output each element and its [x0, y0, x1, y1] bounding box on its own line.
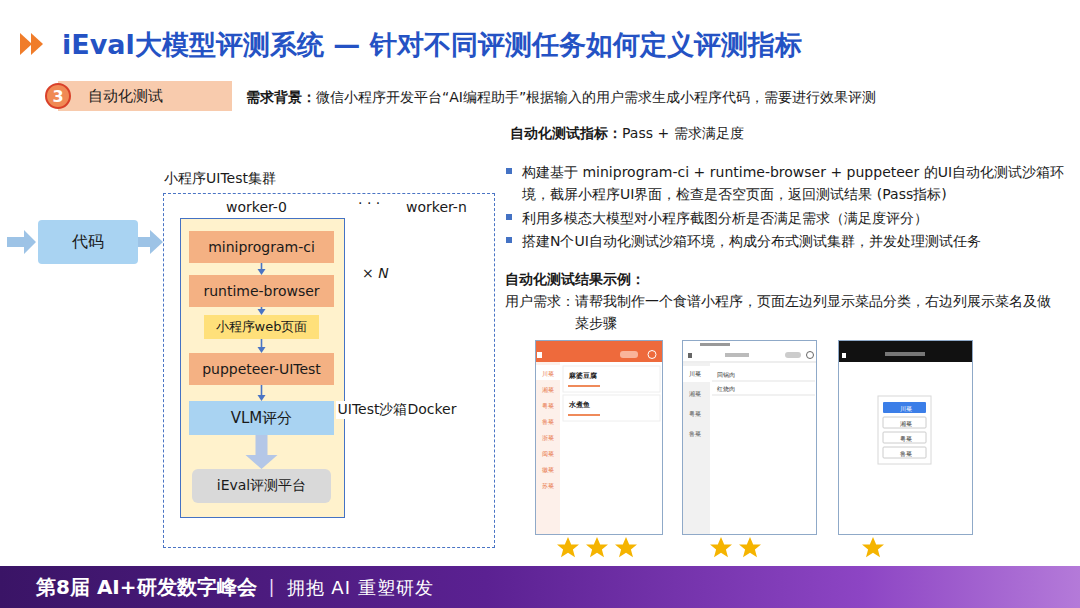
screen-text: 粤菜: [689, 410, 701, 417]
connector: [138, 230, 163, 254]
screen-text: 湘菜: [884, 418, 927, 429]
screen-text: 鲁菜: [689, 430, 701, 437]
step-badge: 3: [45, 83, 71, 109]
screen-text: 鲁菜: [542, 418, 554, 425]
connector: [258, 307, 266, 315]
metric-text: Pass + 需求满足度: [622, 122, 744, 144]
section-band: 自动化测试: [58, 81, 232, 111]
screen-text: 湘菜: [542, 386, 554, 393]
connector-line: [256, 435, 268, 458]
connector-line: [261, 385, 263, 396]
screen-text: 徽菜: [542, 466, 554, 473]
process-box: miniprogram-ci: [189, 231, 334, 263]
screen-text: 闽菜: [542, 450, 554, 457]
screen-text: 回锅肉: [717, 371, 735, 378]
phone-screen-1: [535, 340, 663, 535]
scoring-box: VLM评分: [189, 401, 334, 435]
phone-screenshot: 川菜湘菜粤菜鲁菜: [838, 340, 973, 535]
phone-screenshot: 麻婆豆腐水煮鱼 川菜湘菜粤菜鲁菜浙菜闽菜徽菜苏菜: [535, 340, 663, 535]
slide-title: iEval大模型评测系统 — 针对不同评测任务如何定义评测指标: [62, 27, 802, 63]
screen-text: 鲁菜: [884, 448, 927, 459]
phone-screen-2: [682, 340, 817, 535]
input-arrow: [7, 230, 36, 254]
screen-text: 水煮鱼: [569, 401, 590, 409]
bullet-text: 构建基于 miniprogram-ci + runtime-browser + …: [522, 161, 1067, 205]
region-heading: 小程序UITest集群: [164, 170, 276, 188]
phone-screen-3: [838, 340, 973, 535]
background-label: 需求背景：: [246, 86, 316, 108]
process-box: runtime-browser: [189, 275, 334, 307]
screen-text: 苏菜: [542, 482, 554, 489]
connector: [258, 263, 266, 275]
bullet-text: 利用多模态大模型对小程序截图分析是否满足需求（满足度评分）: [522, 207, 1067, 229]
connector-line: [261, 307, 263, 310]
screen-text: 粤菜: [884, 433, 927, 444]
process-box: puppeteer-UITest: [189, 353, 334, 385]
metric-label: 自动化测试指标：: [510, 122, 622, 144]
box-label: 3: [52, 87, 63, 106]
arrow-head: [258, 395, 266, 401]
arrow-head: [246, 455, 278, 469]
box-label: VLM评分: [231, 409, 293, 428]
code-box: 代码: [38, 220, 138, 264]
screen-text: 川菜: [542, 370, 554, 377]
rating-stars: [557, 537, 884, 557]
screen-text: 川菜: [884, 403, 927, 414]
ellipsis: · · ·: [358, 192, 380, 214]
cluster-region: 小程序UITest集群UITest沙箱Dockerminiprogram-cir…: [163, 193, 495, 548]
connector: [258, 385, 266, 401]
footer-separator: |: [269, 574, 275, 600]
footer-event: 第8届 AI+研发数字峰会: [36, 574, 257, 600]
box-label: 小程序web页面: [216, 318, 308, 336]
arrow-head: [258, 309, 266, 315]
screen-text: 红烧肉: [717, 385, 735, 392]
connector-line: [261, 263, 263, 270]
user-requirement: 用户需求：请帮我制作一个食谱小程序，页面左边列显示菜品分类，右边列展示菜名及做菜…: [505, 290, 1053, 334]
phone-screenshot: 川菜湘菜粤菜鲁菜 回锅肉红烧肉: [682, 340, 817, 535]
connector-line: [138, 237, 153, 247]
worker-label: worker-0: [226, 196, 287, 218]
box-label: runtime-browser: [203, 283, 319, 299]
screen-text: 川菜: [689, 370, 701, 377]
bullet-squares: [506, 168, 512, 243]
docker-sandbox: UITest沙箱Dockerminiprogram-ciruntime-brow…: [180, 218, 345, 518]
arrow-head: [258, 269, 266, 275]
multiplier: × N: [362, 262, 389, 284]
arrow-head: [258, 347, 266, 353]
example-heading: 自动化测试结果示例：: [505, 268, 645, 290]
screen-text: 麻婆豆腐: [569, 372, 597, 380]
box-label: 自动化测试: [88, 87, 163, 106]
web-page-box: 小程序web页面: [204, 315, 319, 339]
title-icon: [20, 33, 43, 55]
connector-line: [261, 339, 263, 348]
region-heading: UITest沙箱Docker: [336, 401, 459, 419]
background-text: 微信小程序开发平台“AI编程助手”根据输入的用户需求生成小程序代码，需要进行效果…: [316, 86, 876, 108]
screen-text: 湘菜: [689, 390, 701, 397]
box-label: miniprogram-ci: [208, 239, 315, 255]
screen-text: 浙菜: [542, 434, 554, 441]
footer-slogan: 拥抱 AI 重塑研发: [287, 575, 434, 601]
arrow-head: [150, 230, 163, 254]
connector: [246, 435, 278, 469]
platform-box: iEval评测平台: [192, 469, 331, 503]
box-label: iEval评测平台: [217, 477, 307, 495]
bullet-text: 搭建N个UI自动化测试沙箱环境，构成分布式测试集群，并发处理测试任务: [522, 230, 1067, 252]
box-label: puppeteer-UITest: [202, 361, 321, 377]
screen-text: 粤菜: [542, 402, 554, 409]
worker-label: worker-n: [406, 196, 467, 218]
connector: [258, 339, 266, 353]
box-label: 代码: [72, 232, 104, 253]
